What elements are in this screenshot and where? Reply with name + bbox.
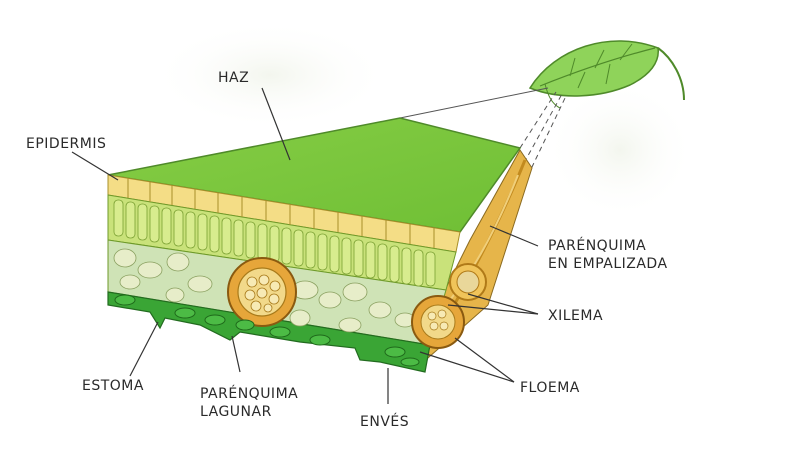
- epidermis-cells: [127, 178, 435, 248]
- background-glow: [150, 20, 695, 220]
- leaf-icon: [528, 40, 685, 109]
- vascular-bundle-main: [227, 257, 297, 327]
- label-haz: HAZ: [218, 70, 249, 86]
- label-parenquima-lagunar-1: PARÉNQUIMA: [200, 385, 298, 402]
- label-estoma: ESTOMA: [82, 378, 144, 394]
- leader-lines: [71, 87, 539, 404]
- vascular-bundle-secondary: [411, 295, 465, 349]
- spongy-cells: [113, 248, 416, 333]
- palisade-cells: [113, 199, 436, 287]
- label-xilema: XILEMA: [548, 308, 603, 324]
- lower-epidermis-cells: [114, 294, 420, 367]
- label-parenquima-empalizada-2: EN EMPALIZADA: [548, 256, 668, 272]
- label-epidermis: EPIDERMIS: [26, 136, 106, 152]
- label-floema: FLOEMA: [520, 380, 580, 396]
- label-enves: ENVÉS: [360, 413, 409, 430]
- label-parenquima-lagunar-2: LAGUNAR: [200, 404, 272, 420]
- label-parenquima-empalizada-1: PARÉNQUIMA: [548, 237, 646, 254]
